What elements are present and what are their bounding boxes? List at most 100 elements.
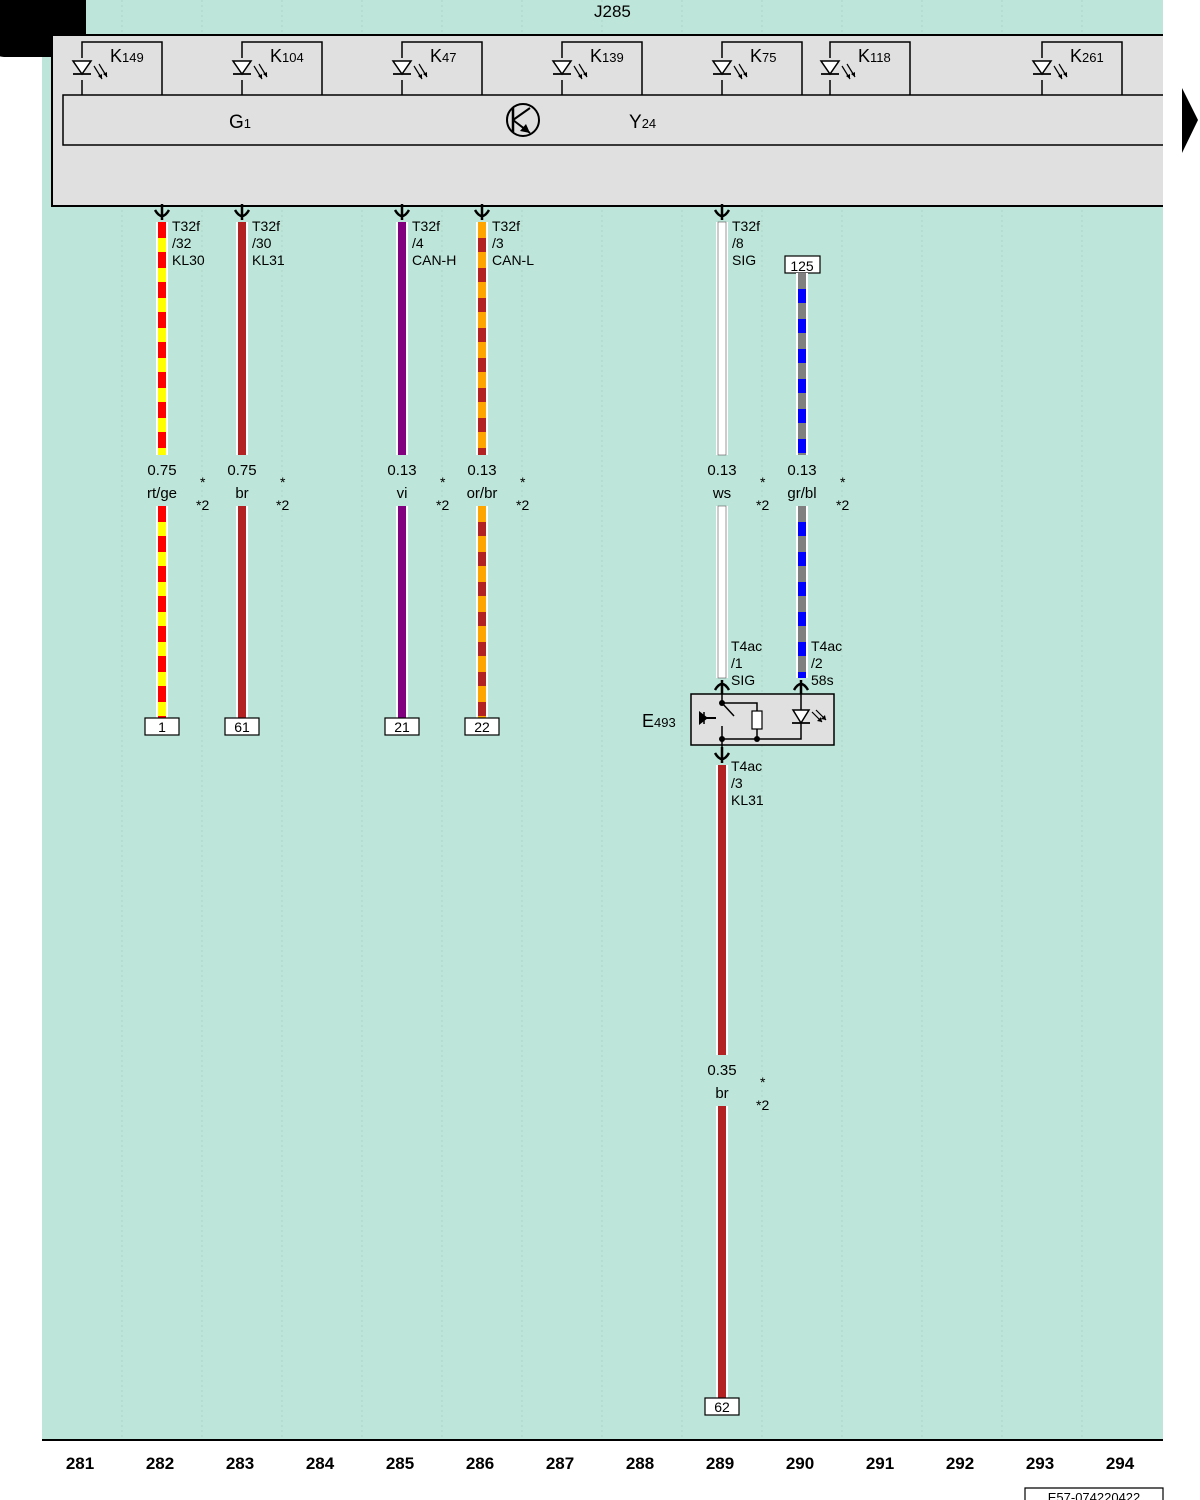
terminal-box xyxy=(464,717,500,736)
lamp-label: K104 xyxy=(270,46,304,66)
wire-note: *2 xyxy=(276,497,289,513)
note-star: * xyxy=(440,474,446,490)
column-number: 291 xyxy=(866,1454,894,1473)
connector-icon xyxy=(473,204,491,220)
continue-arrow-icon xyxy=(1182,88,1198,153)
warning-lamp: K261 xyxy=(1031,41,1123,95)
terminal-number: 125 xyxy=(790,258,814,274)
column-number: 284 xyxy=(306,1454,335,1473)
wire-color-code: rt/ge xyxy=(147,485,177,502)
terminal-number: 22 xyxy=(474,719,490,735)
terminal-number: 62 xyxy=(714,1399,730,1415)
wire-segment xyxy=(478,222,486,455)
g1-label: G1 xyxy=(229,112,251,133)
connector-icon xyxy=(233,204,251,220)
warning-lamp: K149 xyxy=(71,41,163,95)
wire-size: 0.75 xyxy=(227,462,256,479)
switch-label: E493 xyxy=(642,711,676,731)
column-grid xyxy=(121,0,1083,1440)
terminal-number: 21 xyxy=(394,719,410,735)
warning-lamps: K149 K104 K47 K139 K75 K118 K261 xyxy=(71,41,1123,95)
led-icon xyxy=(791,709,827,725)
wire-color-code: vi xyxy=(397,485,408,502)
connector-icon xyxy=(713,204,731,220)
terminal-number: 61 xyxy=(234,719,250,735)
wire-segment xyxy=(798,506,806,678)
wire-segment xyxy=(717,505,727,679)
wire-size: 0.13 xyxy=(467,462,496,479)
warning-lamp: K75 xyxy=(711,41,803,95)
wire-note: *2 xyxy=(516,497,529,513)
lamp-label: K261 xyxy=(1070,46,1104,66)
y24-label: Y24 xyxy=(629,112,656,133)
wire-size: 0.13 xyxy=(707,462,736,479)
wire-color-code: or/br xyxy=(467,485,498,502)
wire-segment xyxy=(718,1106,726,1398)
wire-note: *2 xyxy=(436,497,449,513)
footer-ref: E57-074220422 xyxy=(1048,1490,1141,1500)
connector-icon xyxy=(153,204,171,220)
diagram-background xyxy=(42,0,1163,1440)
terminal-box xyxy=(704,1397,740,1416)
wire-segment xyxy=(717,221,727,456)
note-star: * xyxy=(280,474,286,490)
warning-lamp: K47 xyxy=(391,41,483,95)
transistor-icon xyxy=(506,103,540,137)
note-star: * xyxy=(520,474,526,490)
wire-segment xyxy=(238,506,246,718)
wire-segment xyxy=(398,222,406,455)
wire-segment xyxy=(718,765,726,1055)
column-number: 281 xyxy=(66,1454,94,1473)
column-number: 292 xyxy=(946,1454,974,1473)
connector-icon xyxy=(393,204,411,220)
wire-note: *2 xyxy=(756,497,769,513)
note-star: * xyxy=(200,474,206,490)
column-number: 289 xyxy=(706,1454,734,1473)
column-number: 293 xyxy=(1026,1454,1054,1473)
terminal-box xyxy=(144,717,180,736)
wire-size: 0.75 xyxy=(147,462,176,479)
note-star: * xyxy=(760,1074,766,1090)
column-number: 287 xyxy=(546,1454,574,1473)
terminal-box xyxy=(224,717,260,736)
wire-segment xyxy=(238,222,246,455)
lamp-label: K149 xyxy=(110,46,144,66)
wire-color-code: br xyxy=(235,485,248,502)
warning-lamp: K118 xyxy=(819,41,911,95)
switch-actuator-icon xyxy=(699,711,716,725)
note-star: * xyxy=(760,474,766,490)
wire-note: *2 xyxy=(756,1097,769,1113)
column-number: 286 xyxy=(466,1454,494,1473)
warning-lamp: K104 xyxy=(231,41,323,95)
wire-segment xyxy=(398,506,406,718)
wire-note: *2 xyxy=(836,497,849,513)
lamp-label: K118 xyxy=(858,46,891,66)
footer-ref-box xyxy=(1024,1487,1164,1500)
wire-size: 0.13 xyxy=(387,462,416,479)
module-title: J285 xyxy=(594,2,631,21)
column-number: 282 xyxy=(146,1454,174,1473)
lamp-label: K139 xyxy=(590,46,624,66)
terminal-number: 1 xyxy=(158,719,166,735)
gauge-bar xyxy=(62,94,1163,146)
note-star: * xyxy=(840,474,846,490)
resistor-icon xyxy=(751,710,763,730)
column-number: 285 xyxy=(386,1454,414,1473)
wire-color-code: ws xyxy=(712,485,731,502)
wire-note: *2 xyxy=(196,497,209,513)
warning-lamp: K139 xyxy=(551,41,643,95)
wire-color-code: gr/bl xyxy=(787,485,816,502)
wire-size: 0.13 xyxy=(787,462,816,479)
column-number: 290 xyxy=(786,1454,814,1473)
wire-size: 0.35 xyxy=(707,1062,736,1079)
